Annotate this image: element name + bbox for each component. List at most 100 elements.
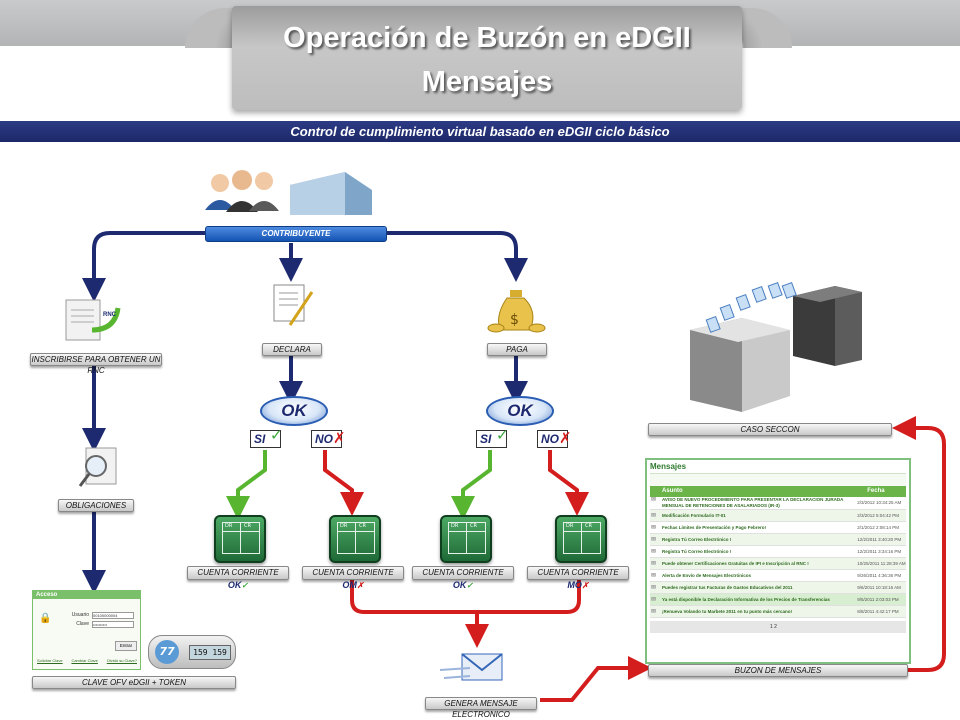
messages-pager[interactable]: 1 2 — [650, 621, 906, 633]
arrow-to-inscribirse — [82, 231, 205, 302]
check-icon: ✓ — [241, 581, 249, 590]
svg-text:$: $ — [510, 312, 519, 328]
check-icon: ✓ — [496, 426, 509, 444]
login-panel: Acceso 🔒 Usuario 00100000004 Clave •••••… — [32, 590, 141, 670]
buzon-label: BUZON DE MENSAJES — [648, 664, 908, 677]
message-subject: AVISO DE NUEVO PROCEDIMIENTO PARA PRESEN… — [650, 497, 857, 509]
message-date: 9/26/2011 4:36:36 PM — [857, 572, 902, 578]
message-date: 10/25/2011 11:28:39 AM — [857, 560, 906, 566]
cuenta-label: CUENTA CORRIENTE — [422, 568, 504, 577]
login-links: Solicitar Clave Cambiar Clave Olvidó su … — [37, 658, 137, 663]
check-icon: ✓ — [270, 426, 283, 444]
cuenta-corriente-mo: CUENTA CORRIENTE MO✗ — [527, 566, 629, 590]
message-subject: Registra Tú Correo Electrónico ! — [650, 549, 857, 555]
message-subject: Registra Tú Correo Electrónico ! — [650, 537, 857, 543]
message-date: 12/2/2011 3:34:16 PM — [857, 548, 902, 554]
obligaciones-label: OBLIGACIONES — [58, 499, 134, 512]
message-row[interactable]: ¡Renueva Volando tu Marbete 2011 en tu p… — [650, 606, 906, 618]
cross-icon: ✗ — [333, 429, 346, 447]
message-row[interactable]: Puedes registrar tus Facturas de Gastos … — [650, 582, 906, 594]
messages-header-row: Asunto Fecha — [650, 486, 906, 497]
cross-icon: ✗ — [559, 429, 572, 447]
arrow-to-caso — [892, 416, 946, 672]
col-subject: Asunto — [662, 488, 683, 494]
message-date: 8/8/2011 4:42:17 PM — [857, 608, 899, 614]
envelope-icon — [439, 653, 503, 681]
password-input[interactable]: •••••••••• — [92, 620, 134, 628]
message-date: 2/3/2012 10:34:25 AM — [857, 500, 902, 505]
message-row[interactable]: Registra Tú Correo Electrónico !12/2/201… — [650, 534, 906, 546]
cuenta-code: OK — [227, 580, 242, 590]
message-row[interactable]: Registra Tú Correo Electrónico !12/2/201… — [650, 546, 906, 558]
message-subject: Alerta de Envío de Mensajes Electrónicos — [650, 573, 857, 579]
messages-title: Mensajes — [650, 462, 687, 471]
subtitle-bar — [0, 121, 960, 142]
message-row[interactable]: Ya está disponible la Declaración Inform… — [650, 594, 906, 606]
arrow-to-paga — [385, 231, 528, 282]
token-logo-icon: 77 — [155, 640, 179, 664]
magnifier-document-icon — [78, 447, 117, 487]
arrow-to-buzon — [540, 656, 652, 702]
si-box-1: SI — [250, 430, 281, 448]
contribuyente-label: CONTRIBUYENTE — [205, 226, 387, 242]
title-ribbon — [232, 6, 742, 110]
rnc-document-icon — [65, 299, 121, 341]
user-input[interactable]: 00100000004 — [92, 611, 134, 619]
caso-seccon-label: CASO SECCON — [648, 423, 892, 436]
cuenta-label: CUENTA CORRIENTE — [537, 568, 619, 577]
token-display: 159 159 — [189, 645, 231, 660]
inscribirse-label: INSCRIBIRSE PARA OBTENER UN RNC — [30, 353, 162, 375]
message-subject: ¡Renueva Volando tu Marbete 2011 en tu p… — [650, 609, 857, 615]
cross-icon: ✗ — [581, 581, 589, 590]
arrow-merge — [350, 580, 581, 614]
olvido-clave-link[interactable]: Olvidó su Clave? — [106, 658, 137, 663]
document-pen-icon — [273, 284, 314, 326]
cuenta-code: OK — [452, 580, 467, 590]
message-row[interactable]: AVISO DE NUEVO PROCEDIMIENTO PARA PRESEN… — [650, 497, 906, 510]
user-label: Usuario — [71, 612, 89, 618]
col-date: Fecha — [867, 488, 885, 494]
cuenta-code: OM — [342, 580, 357, 590]
password-label: Clave — [76, 621, 89, 627]
clave-token-label: CLAVE OFV eDGII + TOKEN — [32, 676, 236, 689]
declara-label: DECLARA — [262, 343, 322, 356]
ledger-cr: CR — [244, 523, 251, 529]
enter-button[interactable]: Entrar — [115, 641, 137, 651]
contribuyente-illustration — [205, 170, 372, 215]
cambiar-clave-link[interactable]: Cambiar Clave — [71, 658, 98, 663]
message-date: 9/6/2011 10:18:16 AM — [857, 584, 901, 590]
message-subject: Ya está disponible la Declaración Inform… — [650, 597, 857, 603]
money-bag-icon: $ — [487, 290, 546, 333]
arrow-no-2 — [548, 450, 589, 516]
message-subject: Fechas Límites de Presentación y Pago Fe… — [650, 525, 857, 531]
genera-mensaje-label: GENERA MENSAJE ELECTRONICO — [425, 697, 537, 719]
user-row: Usuario 00100000004 — [63, 611, 134, 619]
solicitar-clave-link[interactable]: Solicitar Clave — [37, 658, 63, 663]
message-row[interactable]: Modificación Formulario IT-012/3/2012 5:… — [650, 510, 906, 522]
cuenta-label: CUENTA CORRIENTE — [312, 568, 394, 577]
security-token: 77 159 159 — [148, 635, 236, 669]
cuenta-corriente-om: CUENTA CORRIENTE OM✗ — [302, 566, 404, 590]
ok-decision-declara: OK — [260, 396, 328, 426]
lock-icon: 🔒 — [39, 613, 52, 624]
message-date: 2/1/2012 2:08:14 PM — [857, 524, 899, 530]
message-date: 12/2/2011 3:40:20 PM — [857, 536, 902, 542]
message-row[interactable]: Alerta de Envío de Mensajes Electrónicos… — [650, 570, 906, 582]
cuenta-corriente-ok-1: CUENTA CORRIENTE OK✓ — [187, 566, 289, 590]
message-row[interactable]: Fechas Límites de Presentación y Pago Fe… — [650, 522, 906, 534]
message-row[interactable]: Puede obtener Certificaciones Gratuitas … — [650, 558, 906, 570]
arrow-no-1 — [323, 450, 364, 516]
cuenta-corriente-ok-2: CUENTA CORRIENTE OK✓ — [412, 566, 514, 590]
rnc-badge: RNC — [103, 312, 116, 318]
messages-panel: Mensajes Asunto Fecha AVISO DE NUEVO PRO… — [645, 458, 911, 664]
ledger-cr: CR — [585, 523, 592, 529]
password-row: Clave •••••••••• — [63, 620, 134, 628]
ledger-cr: CR — [470, 523, 477, 529]
login-header: Acceso — [33, 591, 140, 599]
page-title: Operación de Buzón en eDGII — [283, 22, 691, 54]
cuenta-code: MO — [567, 580, 582, 590]
